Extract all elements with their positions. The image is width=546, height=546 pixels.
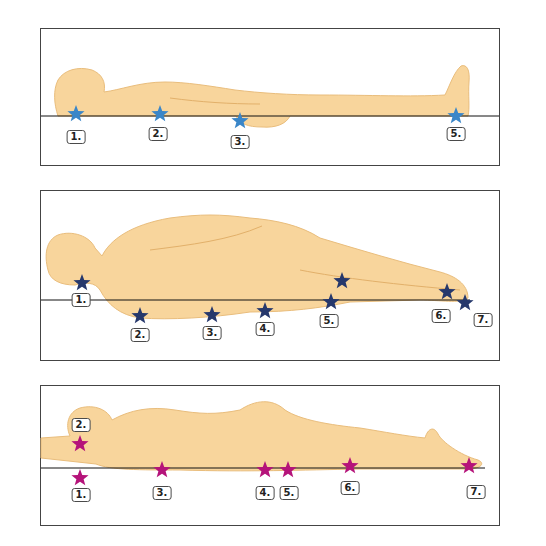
pressure-stars <box>71 435 477 485</box>
callout-number: 1. <box>67 130 86 144</box>
panel-frame <box>41 29 500 166</box>
callout-number: 3. <box>153 486 172 500</box>
callout-number: 2. <box>72 418 91 432</box>
callout-number: 7. <box>474 313 493 327</box>
callout-number: 5. <box>320 314 339 328</box>
callout-number: 5. <box>447 127 466 141</box>
ground-line <box>41 116 499 117</box>
callout-number: 4. <box>256 486 275 500</box>
ground-line <box>41 300 470 301</box>
callout-number: 2. <box>149 127 168 141</box>
callout-number: 5. <box>280 486 299 500</box>
panel-frame <box>41 386 500 526</box>
callout-number: 6. <box>341 481 360 495</box>
body-lateral <box>46 215 468 319</box>
callout-number: 1. <box>72 488 91 502</box>
body-supine <box>55 66 470 128</box>
callout-number: 6. <box>432 309 451 323</box>
body-contour <box>170 98 260 104</box>
body-contour <box>150 226 460 290</box>
panel-frame <box>41 191 500 361</box>
callout-number: 1. <box>72 293 91 307</box>
callout-number: 7. <box>467 485 486 499</box>
callout-number: 2. <box>131 328 150 342</box>
callout-number: 3. <box>231 135 250 149</box>
callout-number: 3. <box>203 326 222 340</box>
pressure-stars <box>67 105 464 128</box>
pressure-stars <box>73 272 473 323</box>
body-prone <box>41 402 482 471</box>
callout-number: 4. <box>256 322 275 336</box>
